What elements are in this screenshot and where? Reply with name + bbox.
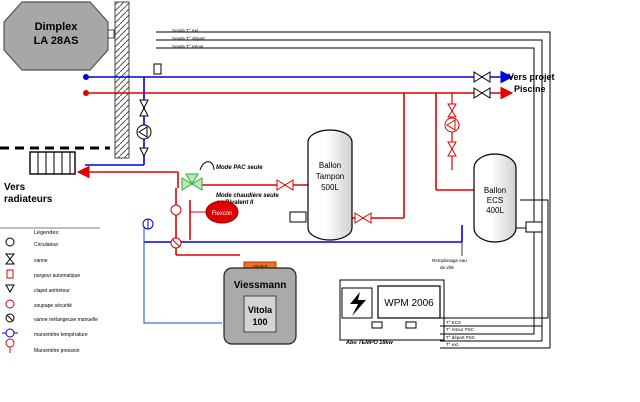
dhw-line3: 400L	[486, 206, 504, 215]
buffer-valve-icon	[276, 179, 294, 191]
buffer-tank: Ballon Tampon 500L	[307, 129, 353, 241]
mode-boiler-line2: ou Bivalent II	[216, 200, 254, 206]
boiler-model1: Vitola	[248, 305, 273, 315]
sensor-top-3: Sonde T° retour	[172, 44, 204, 49]
boiler-return-pipe	[143, 225, 222, 324]
legend-temp-gauge-icon	[2, 328, 18, 338]
temp-gauge-icon	[142, 218, 154, 230]
dhw-tank: Ballon ECS 400L	[473, 153, 517, 243]
legend-check-valve-icon	[5, 284, 15, 294]
refill-note-2: de ville	[440, 265, 455, 270]
buffer-line1: Ballon	[319, 161, 341, 170]
sensor-bottom-2: T° retour PSC	[446, 327, 475, 332]
safety-valve-icon	[170, 204, 182, 216]
air-vent-icon	[153, 63, 162, 75]
legend-item-4: clapet antiretour	[34, 288, 70, 294]
buffer-sensor-icon	[289, 211, 307, 223]
boiler-tag: Vitotrol	[253, 264, 267, 269]
legend-item-3: purgeur automatique	[34, 273, 80, 279]
valve-icon	[139, 99, 149, 117]
controller-frame	[339, 279, 445, 341]
controller-label: WPM 2006	[384, 298, 434, 309]
radiator-icon	[29, 151, 76, 175]
check-valve-icon	[139, 147, 149, 158]
dhw-sensor-icon	[525, 221, 543, 233]
heat-pump: Dimplex LA 28AS	[3, 1, 115, 71]
refill-note-1: Remplissage eau	[432, 258, 467, 263]
flexcon-vessel: Flexcon	[205, 200, 239, 224]
mode-pac-label: Mode PAC seule	[216, 165, 263, 171]
heat-pump-line1: Dimplex	[35, 21, 79, 33]
boiler: Vitotrol Viessmann Vitola 100	[223, 261, 297, 345]
boiler-name: Viessmann	[234, 280, 287, 291]
pool-valve-hot	[473, 87, 491, 99]
legend-title: Légendes:	[34, 230, 60, 236]
boiler-model2: 100	[252, 317, 267, 327]
legend-air-vent-icon	[6, 269, 14, 279]
controller-box	[377, 285, 441, 319]
sensor-bottom-4: T° ext.	[446, 342, 459, 347]
legend-valve-icon	[4, 253, 16, 265]
dhw-line2: ECS	[487, 196, 503, 205]
manual-mixing-valve-icon	[170, 237, 182, 249]
dhw-circulator-icon	[444, 117, 460, 133]
flexcon-label: Flexcon	[211, 211, 232, 217]
sensor-wires-top	[156, 31, 551, 348]
sensor-top-1: Sonde T° ext.	[172, 28, 199, 33]
legend-item-2: vanne	[34, 258, 48, 264]
pool-label-2: Piscine	[514, 84, 546, 94]
legend-manual-mixing-valve-icon	[5, 313, 15, 323]
legend-item-1: Circulateur	[34, 242, 59, 248]
pool-label-1: Vers projet	[508, 72, 555, 82]
dhw-valve-icon	[447, 103, 457, 157]
legend-item-8: Manomètre pression	[34, 348, 80, 354]
buffer-line3: 500L	[321, 183, 339, 192]
buffer-valve-2-icon	[354, 212, 372, 224]
sensor-top-2: Sonde T° départ	[172, 36, 205, 41]
mode-boiler-line1: Mode chaudière seule	[216, 193, 279, 199]
power-label: Abo TEMPO 18kw	[345, 340, 393, 346]
legend-circulator-icon	[5, 237, 15, 247]
legend-pressure-gauge-icon	[5, 338, 15, 353]
legend: Légendes: Circulateur vanne purgeur auto…	[0, 227, 100, 354]
hand-icon	[199, 161, 215, 171]
radiators-label-2: radiateurs	[4, 194, 53, 205]
sensor-bottom-1: T° ECS	[446, 320, 461, 325]
legend-item-6: vanne mélangeuse manuelle	[34, 317, 98, 323]
cold-port	[83, 74, 89, 80]
legend-item-7: manomètre température	[34, 332, 88, 338]
hot-port	[83, 90, 89, 96]
power-box	[341, 287, 373, 319]
mixing-valve-icon	[181, 173, 203, 191]
dhw-line1: Ballon	[484, 186, 506, 195]
buffer-line2: Tampon	[316, 172, 344, 181]
radiators-label-1: Vers	[4, 182, 26, 193]
circulator-icon	[136, 124, 152, 140]
cold-main-pipe	[85, 70, 514, 243]
sensor-bottom-3: T° départ PSC	[446, 335, 476, 340]
heat-pump-line2: LA 28AS	[34, 35, 79, 47]
sensor-wires-bottom	[440, 199, 550, 349]
pool-valve-cold	[473, 71, 491, 83]
legend-item-5: soupape sécurité	[34, 303, 72, 309]
legend-safety-valve-icon	[5, 299, 15, 309]
wall	[114, 1, 130, 159]
